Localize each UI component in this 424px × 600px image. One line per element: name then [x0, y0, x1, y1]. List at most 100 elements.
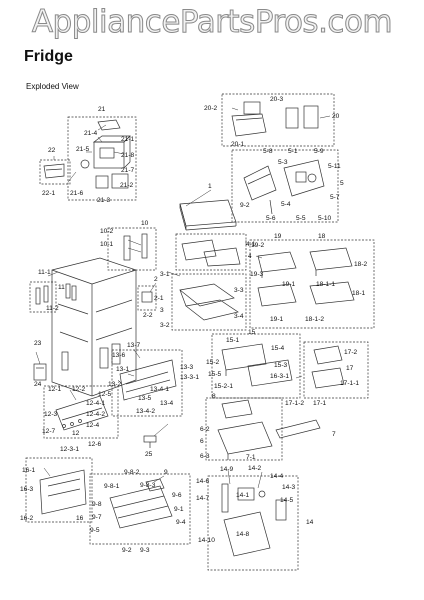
callout-18-2: 18-2 [354, 261, 368, 268]
callout-20-3: 20-3 [270, 96, 284, 103]
callout-9-8: 9-8 [92, 501, 102, 508]
callout-20: 20 [332, 113, 340, 120]
callout-20-2: 20-2 [204, 105, 218, 112]
callout-3-1: 3-1 [160, 271, 170, 278]
callout-13-1: 13-1 [116, 366, 130, 373]
part-group-22 [39, 159, 71, 185]
part-group-23-24 [33, 363, 47, 381]
callout-13-3: 13-3 [180, 364, 194, 371]
callout-14-7: 14-7 [196, 495, 210, 502]
callout-21-3: 21-3 [97, 197, 111, 204]
callout-13-3-1: 13-3-1 [180, 374, 199, 381]
callout-7: 7 [332, 431, 336, 438]
callout-3-2: 3-2 [160, 322, 170, 329]
callout-13-2: 13-2 [108, 381, 122, 388]
callout-3-3: 3-3 [234, 287, 244, 294]
callout-6-2: 6-2 [200, 426, 210, 433]
callout-15-1: 15-1 [226, 337, 240, 344]
callout-14-10: 14-10 [198, 537, 215, 544]
callout-9-6: 9-6 [172, 492, 182, 499]
callout-12-2: 12-2 [72, 386, 86, 393]
callout-5-5: 5-5 [296, 215, 306, 222]
callout-12-3: 12-3 [44, 411, 58, 418]
callout-12-4-1: 12-4-1 [86, 400, 105, 407]
callout-8: 8 [212, 393, 216, 400]
callout-21: 21 [98, 106, 106, 113]
callout-13-5: 13-5 [138, 395, 152, 402]
callout-19-2: 19-2 [251, 242, 265, 249]
watermark-logo: AppliancePartsPros.com [31, 4, 393, 41]
callout-2-1: 2-1 [154, 295, 164, 302]
callout-2: 2 [154, 276, 158, 283]
leader-lines [35, 107, 331, 489]
callout-17: 17 [346, 365, 354, 372]
callout-9-7: 9-7 [92, 514, 102, 521]
callout-18: 18 [318, 233, 326, 240]
callout-5-1: 5-1 [288, 148, 298, 155]
callout-17-2: 17-2 [344, 349, 358, 356]
part-group-14 [207, 475, 299, 571]
part-group-9-door [89, 473, 191, 545]
callout-13-4: 13-4 [160, 400, 174, 407]
callout-13-4-2: 13-4-2 [136, 408, 155, 415]
callout-18-1-2: 18-1-2 [305, 316, 324, 323]
part-group-5-controlbox [231, 149, 339, 223]
part-group-2 [137, 285, 157, 311]
callout-19: 19 [274, 233, 282, 240]
callout-15-5: 15-5 [208, 371, 222, 378]
callout-14-3: 14-3 [282, 484, 296, 491]
callout-12-5: 12-5 [98, 391, 112, 398]
page-title: Fridge [24, 48, 73, 65]
callout-19-1: 19-1 [282, 281, 296, 288]
callout-15-2-1: 15-2-1 [214, 383, 233, 390]
callout-4-1: 4-1 [246, 241, 256, 248]
callout-13-6: 13-6 [112, 352, 126, 359]
callout-17-1-1: 17-1-1 [340, 380, 359, 387]
callout-25: 25 [145, 451, 153, 458]
callout-12-4-2: 12-4-2 [86, 411, 105, 418]
callout-10-2: 10-2 [100, 228, 114, 235]
view-subtitle: Exploded View [26, 82, 79, 91]
callout-20-1: 20-1 [231, 141, 245, 148]
callout-21-7: 21-7 [121, 167, 135, 174]
callout-9-8-1: 9-8-1 [104, 483, 120, 490]
refrigerator-cabinet [51, 257, 137, 397]
callout-15-3: 15-3 [274, 362, 288, 369]
part-group-13-panel [111, 349, 183, 417]
callout-3: 3 [160, 307, 164, 314]
callout-11-1: 11-1 [38, 269, 51, 276]
callout-5-8: 5-8 [263, 148, 273, 155]
callout-17-1: 17-1 [313, 400, 327, 407]
callout-14-5: 14-5 [280, 497, 294, 504]
callout-5-9: 5-9 [314, 148, 324, 155]
callout-10-1: 10-1 [100, 241, 114, 248]
callout-9-3: 9-3 [140, 547, 150, 554]
part-group-18-19-shelves [249, 239, 375, 329]
callout-9-8-3: 9-8-3 [140, 482, 156, 489]
parts-drawing [25, 93, 375, 571]
callout-21-1: 21-1 [121, 136, 135, 143]
callout-4: 4 [248, 253, 252, 260]
callout-11: 11 [58, 284, 65, 291]
callout-11-2: 11-2 [46, 305, 59, 312]
callout-16-3: 16-3 [20, 486, 34, 493]
callout-13-7: 13-7 [127, 342, 141, 349]
callout-9-8-2: 9-8-2 [124, 469, 140, 476]
callout-18-1: 18-1 [352, 290, 366, 297]
callout-13-4-1: 13-4-1 [150, 386, 169, 393]
callout-22: 22 [48, 147, 56, 154]
part-group-4-bins [175, 233, 247, 271]
callout-5-3: 5-3 [278, 159, 288, 166]
callout-14-2: 14-2 [248, 465, 262, 472]
callout-21-8: 21-8 [121, 152, 135, 159]
callout-21-2: 21-2 [120, 182, 134, 189]
callout-12-4: 12-4 [86, 422, 100, 429]
part-group-11 [29, 281, 57, 313]
callout-12: 12 [72, 430, 80, 437]
callout-6-3: 6-3 [200, 453, 210, 460]
callout-9: 9 [164, 469, 168, 476]
callout-24: 24 [34, 381, 42, 388]
callout-9-2-upper: 9-2 [240, 202, 250, 209]
callout-16: 16 [76, 515, 84, 522]
callout-21-4: 21-4 [84, 130, 98, 137]
